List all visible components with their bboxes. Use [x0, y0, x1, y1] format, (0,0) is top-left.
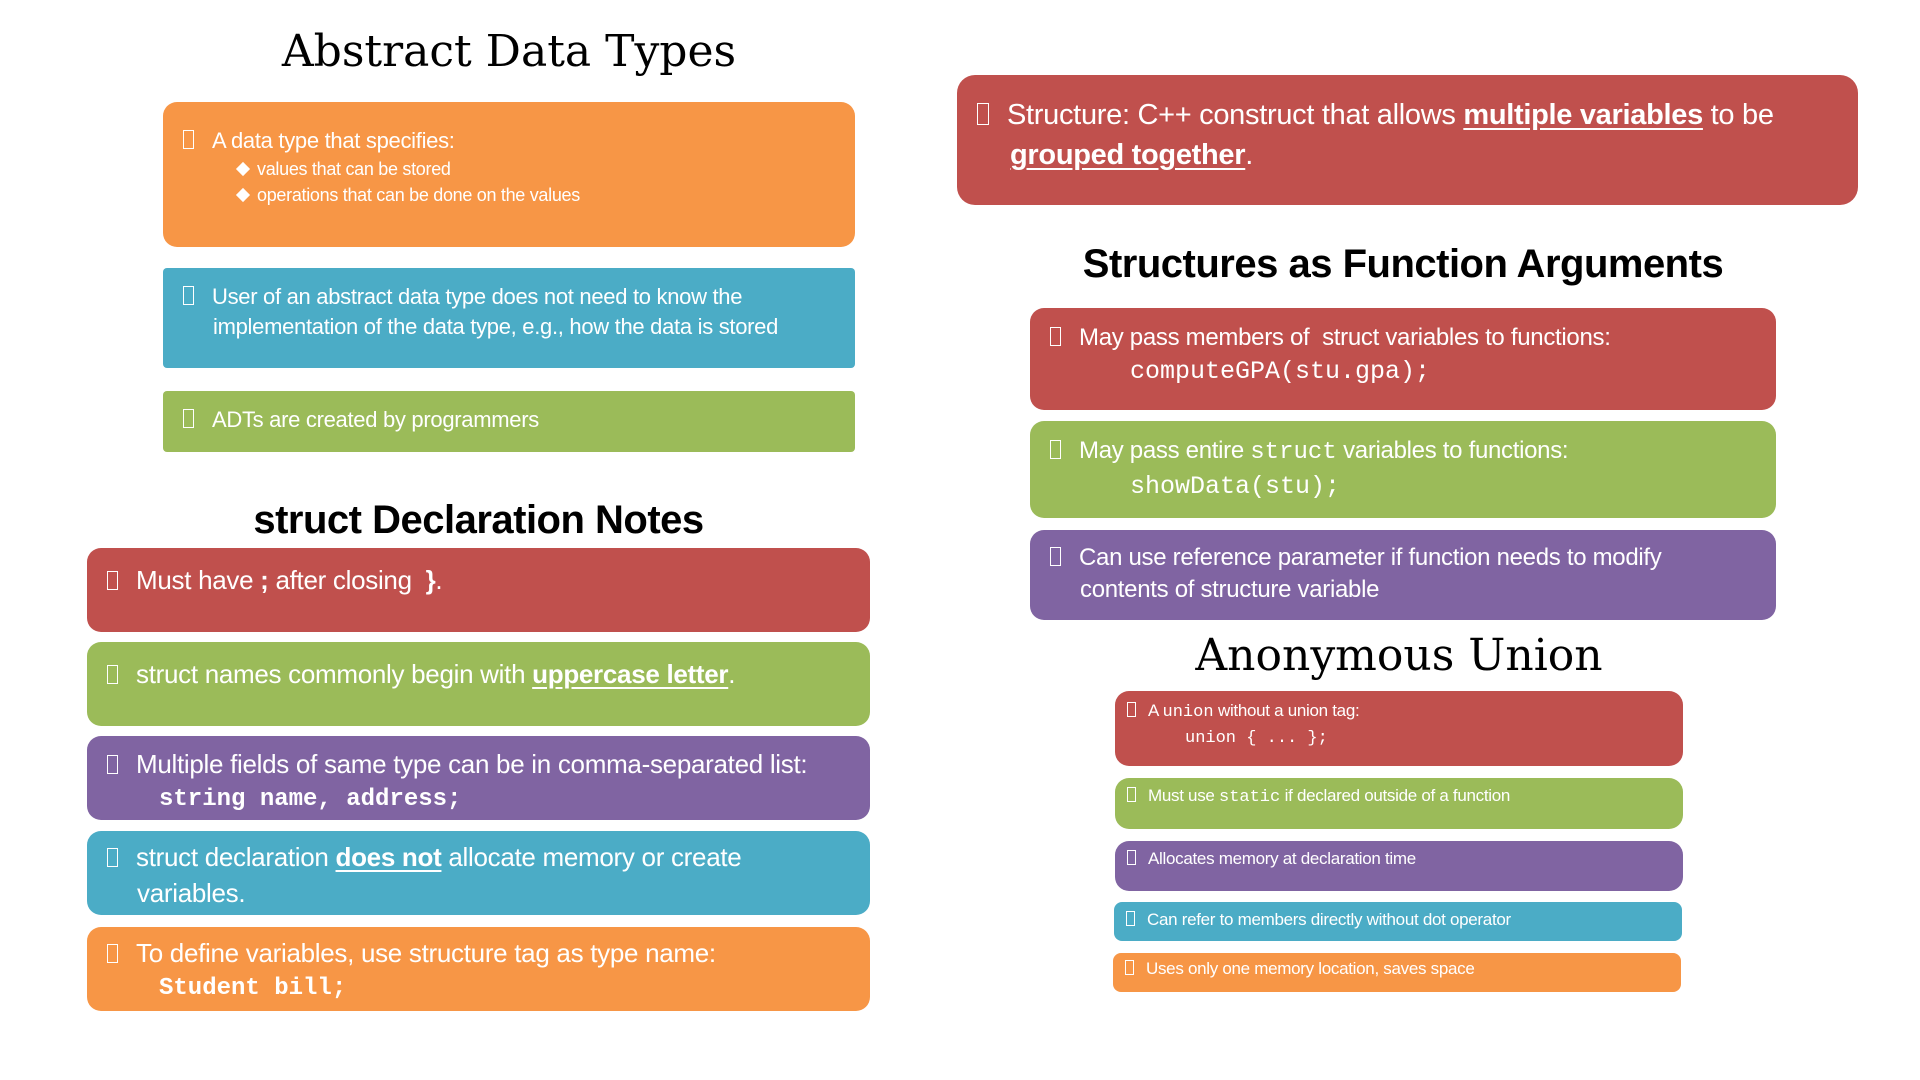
bullet-icon [1127, 787, 1136, 802]
adt-user-box: User of an abstract data type does not n… [163, 268, 855, 368]
text: struct names commonly begin with [136, 659, 533, 689]
text: A [1148, 701, 1163, 720]
decl-box-3: Multiple fields of same type can be in c… [87, 736, 870, 820]
sub-item: operations that can be done on the value… [257, 185, 580, 205]
bullet-icon [183, 409, 194, 428]
bullet-icon [183, 286, 194, 305]
emphasis: does not [335, 842, 442, 872]
adt-definition-box: A data type that specifies: values that … [163, 102, 855, 247]
text: Uses only one memory location, saves spa… [1146, 959, 1475, 978]
bullet-icon [1127, 702, 1136, 717]
adt-programmers-box: ADTs are created by programmers [163, 391, 855, 452]
emphasis: multiple variables [1463, 99, 1703, 131]
code-snippet: string name, address; [159, 786, 462, 813]
text: . [435, 565, 443, 595]
bullet-icon [107, 755, 118, 774]
diamond-bullet-icon [235, 161, 251, 177]
bullet-icon [1127, 850, 1136, 865]
bullet-icon [1050, 327, 1061, 346]
union-box-2: Must use static if declared outside of a… [1115, 778, 1683, 829]
bullet-icon [1125, 960, 1134, 975]
text: . [728, 659, 736, 689]
sub-item: values that can be stored [257, 159, 451, 179]
text: contents of structure variable [1080, 576, 1380, 603]
text: ADTs are created by programmers [212, 407, 539, 432]
text: Multiple fields of same type can be in c… [136, 749, 808, 779]
bullet-icon [107, 571, 118, 590]
text: Must have [136, 565, 261, 595]
union-box-1: A union without a union tag: union { ...… [1115, 691, 1683, 766]
bullet-icon [107, 944, 118, 963]
text: after closing [268, 565, 426, 595]
text: Allocates memory at declaration time [1148, 849, 1416, 868]
bullet-icon [977, 103, 989, 125]
text: without a union tag: [1213, 701, 1360, 720]
text: allocate memory or create [441, 842, 742, 872]
bullet-icon [1050, 440, 1061, 459]
union-box-3: Allocates memory at declaration time [1115, 841, 1683, 891]
union-box-5: Uses only one memory location, saves spa… [1113, 953, 1681, 992]
text: Must use [1148, 786, 1219, 805]
text: Structure: C++ construct that allows [1007, 99, 1464, 131]
semicolon: ; [260, 565, 269, 595]
text: May pass members of struct variables to … [1079, 324, 1611, 351]
structure-definition-box: Structure: C++ construct that allows mul… [957, 75, 1858, 205]
adt-title: Abstract Data Types [281, 26, 737, 77]
adt-definition-text: A data type that specifies: [212, 128, 455, 153]
decl-box-1: Must have ; after closing }. [87, 548, 870, 632]
bullet-icon [1050, 547, 1061, 566]
text: variables. [137, 878, 246, 908]
code-snippet: showData(stu); [1130, 472, 1341, 501]
text: Can use reference parameter if function … [1079, 544, 1662, 571]
text: if declared outside of a function [1280, 786, 1511, 805]
diamond-bullet-icon [235, 187, 251, 203]
decl-box-2: struct names commonly begin with upperca… [87, 642, 870, 726]
code-snippet: union { ... }; [1185, 729, 1328, 748]
bullet-icon [107, 848, 118, 867]
args-box-1: May pass members of struct variables to … [1030, 308, 1776, 410]
text: Can refer to members directly without do… [1147, 910, 1511, 929]
emphasis: uppercase letter [532, 659, 729, 689]
text: struct declaration [136, 842, 336, 872]
args-box-2: May pass entire struct variables to func… [1030, 421, 1776, 518]
keyword: static [1219, 788, 1281, 807]
decl-box-4: struct declaration does not allocate mem… [87, 831, 870, 915]
keyword: union [1162, 703, 1214, 722]
keyword: struct [1250, 439, 1337, 466]
text: . [1245, 139, 1254, 171]
text: to be [1702, 99, 1774, 131]
bullet-icon [183, 130, 194, 149]
args-title: Structures as Function Arguments [1082, 242, 1724, 286]
text: variables to functions: [1336, 437, 1569, 464]
code-snippet: Student bill; [159, 975, 347, 1002]
union-box-4: Can refer to members directly without do… [1114, 902, 1682, 941]
bullet-icon [1126, 911, 1135, 926]
union-title: Anonymous Union [1195, 630, 1603, 681]
emphasis: grouped together [1010, 139, 1246, 171]
decl-title: struct Declaration Notes [253, 498, 704, 542]
text: May pass entire [1079, 437, 1251, 464]
args-box-3: Can use reference parameter if function … [1030, 530, 1776, 620]
decl-box-5: To define variables, use structure tag a… [87, 927, 870, 1011]
bullet-icon [107, 665, 118, 684]
code-snippet: computeGPA(stu.gpa); [1130, 357, 1431, 386]
brace: } [425, 565, 436, 595]
text: implementation of the data type, e.g., h… [213, 314, 779, 339]
text: To define variables, use structure tag a… [136, 938, 716, 968]
text: User of an abstract data type does not n… [212, 284, 743, 309]
